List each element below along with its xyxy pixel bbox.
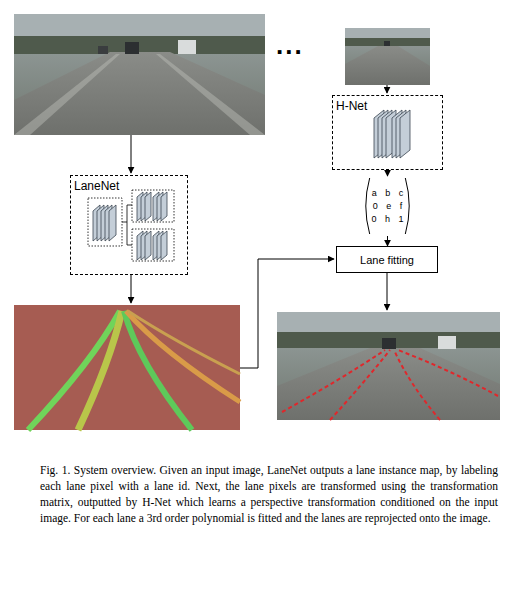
output-road-image — [277, 312, 500, 420]
ellipsis-mark: ... — [276, 30, 304, 61]
matrix-row: a b c — [372, 187, 404, 200]
network-box: LaneNet — [70, 175, 188, 275]
figure-caption: Fig. 1. System overview. Given an input … — [40, 462, 498, 526]
left-bracket — [366, 178, 370, 234]
node-label: H-Net — [333, 98, 370, 114]
connector-arrow — [387, 236, 388, 246]
network-box: H-Net — [332, 95, 443, 170]
node-label: LaneNet — [71, 178, 122, 194]
matrix-node: a b c0 e f0 h 1 — [363, 176, 412, 236]
right-bracket — [405, 178, 409, 234]
small-road-image — [345, 28, 430, 85]
node-label: Lane fitting — [360, 254, 414, 266]
hnet-layers — [374, 110, 410, 158]
connector-arrow — [387, 170, 388, 176]
matrix-row: 0 e f — [373, 200, 403, 213]
input-road-image — [14, 14, 265, 135]
instance-map — [14, 305, 240, 430]
lanenet-layers — [88, 190, 174, 261]
matrix-row: 0 h 1 — [371, 213, 403, 226]
process-box: Lane fitting — [336, 246, 438, 273]
